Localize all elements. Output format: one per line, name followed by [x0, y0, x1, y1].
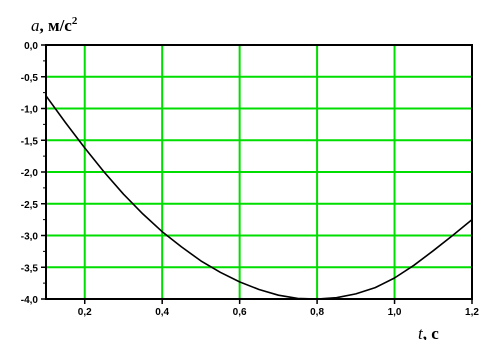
- y-tick-label-5: -2,5: [21, 200, 39, 211]
- y-axis-ticks: 0,0 -0,5 -1,0 -1,5 -2,0 -2,5 -3,0 -3,5 -4,0: [21, 41, 46, 306]
- y-tick-label-8: -4,0: [21, 295, 39, 306]
- x-tick-label-5: 1,2: [465, 307, 479, 318]
- x-tick-label-4: 1,0: [388, 307, 402, 318]
- x-axis-label: t, с: [418, 324, 439, 340]
- y-tick-label-4: -2,0: [21, 168, 39, 179]
- y-tick-label-0: 0,0: [24, 41, 38, 52]
- x-tick-label-0: 0,2: [78, 307, 92, 318]
- plot-area: [45, 95, 473, 300]
- x-tick-label-1: 0,4: [155, 307, 169, 318]
- y-tick-label-1: -0,5: [21, 73, 39, 84]
- y-tick-label-3: -1,5: [21, 136, 39, 147]
- y-axis-label: a, м/с2: [31, 15, 78, 35]
- y-tick-label-7: -3,5: [21, 263, 39, 274]
- series-line-0: [45, 95, 473, 300]
- grid: [46, 45, 472, 300]
- x-tick-label-3: 0,8: [310, 307, 324, 318]
- y-tick-label-2: -1,0: [21, 105, 39, 116]
- x-tick-label-2: 0,6: [233, 307, 247, 318]
- y-tick-label-6: -3,0: [21, 232, 39, 243]
- x-axis-ticks: 0,2 0,4 0,6 0,8 1,0 1,2: [78, 299, 479, 318]
